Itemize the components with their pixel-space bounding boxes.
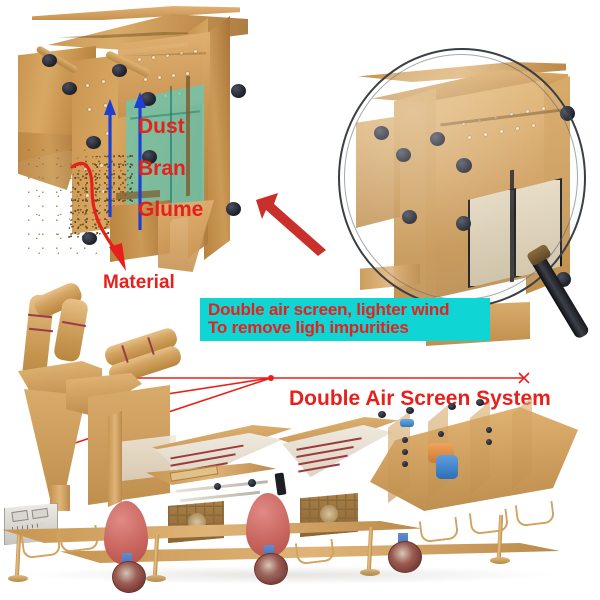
machine-ground-shadow xyxy=(30,566,550,584)
hood-valve xyxy=(400,419,414,427)
support-foot-3 xyxy=(360,569,380,576)
material-flow-arrow xyxy=(70,161,126,271)
hood-bolt-4 xyxy=(438,431,444,437)
support-foot-4 xyxy=(490,557,510,564)
support-leg-1 xyxy=(14,534,22,578)
upper-panel-seam xyxy=(124,52,206,56)
magnifying-glass-over-air-screen xyxy=(330,20,592,360)
fan-hub-2 xyxy=(320,505,338,523)
support-foot-1 xyxy=(8,575,28,582)
seed-grain-cleaning-machine xyxy=(0,280,600,600)
knob-mount-2 xyxy=(62,82,77,95)
air-arrow-left xyxy=(104,99,116,217)
linkage-pivot-1 xyxy=(214,483,221,490)
linkage-rod-2 xyxy=(180,490,260,503)
hoop-guard-4 xyxy=(418,516,460,544)
feature-note-line-2: To remove ligh impurities xyxy=(208,317,409,337)
air-arrow-right xyxy=(134,92,146,230)
hoop-guard-2 xyxy=(58,524,100,554)
hood-bolt-9 xyxy=(378,411,386,418)
knob-mount-6 xyxy=(142,150,157,164)
label-material: Material xyxy=(103,272,175,293)
drive-block xyxy=(274,472,287,496)
gravity-rib-3 xyxy=(470,401,490,495)
double-air-screen-system-label: Double Air Screen System xyxy=(289,387,551,410)
knob-mount-7 xyxy=(82,232,97,245)
deck-3-panel xyxy=(282,425,392,477)
wheel-2 xyxy=(254,553,288,585)
hood-bolt-10 xyxy=(406,407,414,414)
knob-mount-5 xyxy=(86,136,101,149)
knob-mount-4 xyxy=(140,92,156,106)
hoop-guard-5 xyxy=(468,508,510,536)
hood-bolt-2 xyxy=(402,449,408,455)
label-dust: Dust xyxy=(138,115,185,138)
discharge-slot xyxy=(116,190,160,200)
knob-mount-1 xyxy=(42,54,57,67)
support-foot-2 xyxy=(146,575,166,582)
knob-mount-3 xyxy=(112,64,127,77)
hood-bolt-11 xyxy=(448,403,456,410)
feature-note-cyan: Double air screen, lighter wind To remov… xyxy=(200,298,490,341)
zoom-relation-arrow xyxy=(256,193,326,256)
linkage-pivot-2 xyxy=(248,479,256,487)
gravity-rib-4 xyxy=(512,397,532,489)
hoop-guard-3 xyxy=(294,538,336,566)
label-bran: Bran xyxy=(138,157,186,180)
hood-motor-cover xyxy=(436,455,458,479)
knob-mount-8 xyxy=(231,84,246,98)
hood-bolt-8 xyxy=(486,439,492,445)
unit-1-upright xyxy=(108,411,122,507)
glazing-edge xyxy=(186,75,190,197)
gravity-rib-1 xyxy=(388,411,410,503)
wheel-3 xyxy=(388,541,422,573)
hoop-guard-6 xyxy=(514,500,556,528)
hood-bolt-7 xyxy=(486,427,492,433)
feature-note-line-1: Double air screen, lighter wind xyxy=(208,300,450,319)
hood-bolt-1 xyxy=(402,437,408,443)
label-glume: Glume xyxy=(138,198,204,221)
chamber-top-shadow xyxy=(58,32,208,38)
hoop-guard-1 xyxy=(20,530,62,560)
hood-bolt-3 xyxy=(402,461,408,467)
wheel-1 xyxy=(112,561,146,593)
hood-bolt-12 xyxy=(476,399,484,406)
knob-mount-9 xyxy=(226,202,241,216)
